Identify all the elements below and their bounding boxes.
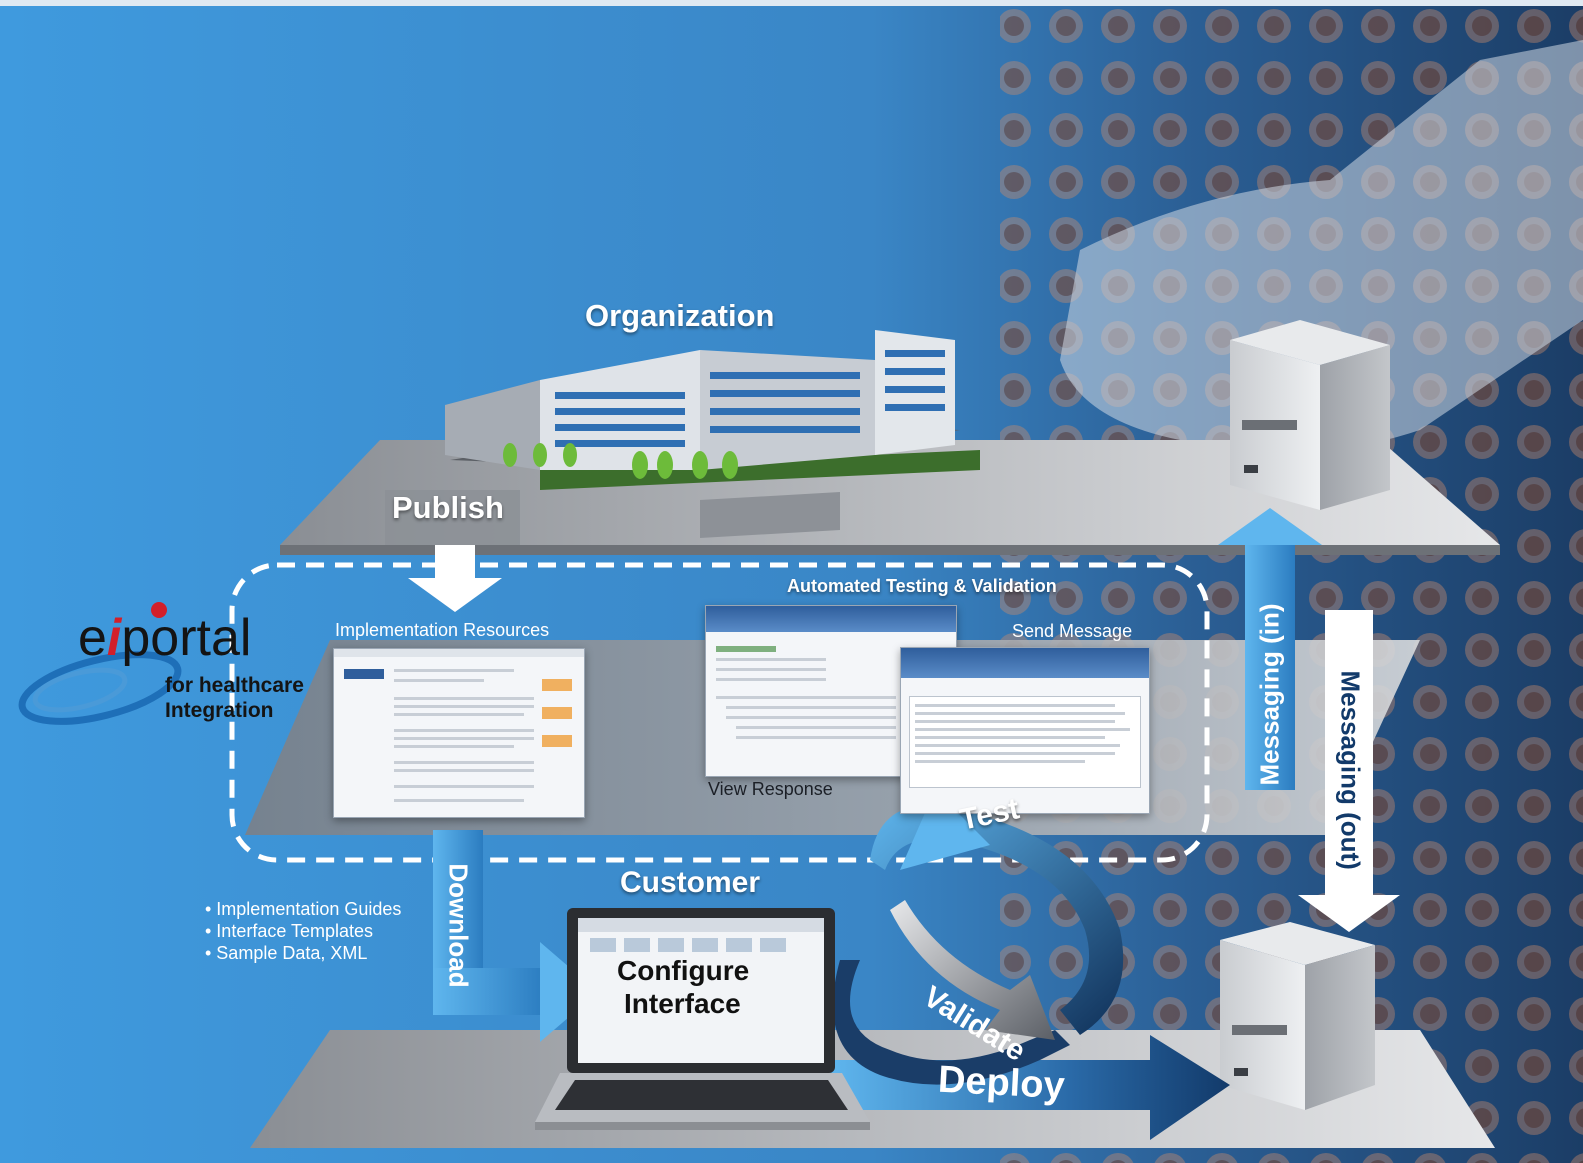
organization-label: Organization xyxy=(585,298,775,333)
logo-letter-e: e xyxy=(78,609,107,667)
customer-label: Customer xyxy=(620,866,761,899)
server-icon xyxy=(1220,922,1375,1110)
logo-word-portal: portal xyxy=(121,609,252,667)
view-response-label: View Response xyxy=(708,779,833,799)
send-message-label: Send Message xyxy=(1012,621,1133,641)
laptop-icon xyxy=(535,908,870,1130)
configure-label: Configure xyxy=(617,955,750,986)
messaging-out-label: Messaging (out) xyxy=(1335,670,1366,870)
logo-letter-i: i xyxy=(106,609,122,667)
dashed-boundary xyxy=(229,562,1210,863)
interface-label: Interface xyxy=(624,988,741,1019)
resources-list: • Implementation Guides • Interface Temp… xyxy=(205,898,401,964)
implementation-resources-label: Implementation Resources xyxy=(335,620,550,640)
implementation-resources-screenshot xyxy=(333,648,585,818)
logo-swoosh-icon xyxy=(18,602,182,725)
arrow-icon xyxy=(385,490,520,612)
list-item: • Implementation Guides xyxy=(205,899,402,919)
publish-label: Publish xyxy=(392,490,504,525)
logo-tagline-2: Integration xyxy=(165,699,274,722)
eiportal-logo: eiportal for healthcare Integration xyxy=(10,598,330,728)
logo-tagline-1: for healthcare xyxy=(165,674,304,697)
send-message-screenshot xyxy=(900,647,1150,814)
list-item: • Interface Templates xyxy=(205,921,374,941)
arrow-icon xyxy=(1298,610,1400,932)
deploy-label: Deploy xyxy=(937,1058,1066,1108)
server-icon xyxy=(1230,320,1390,510)
list-item: • Sample Data, XML xyxy=(205,943,368,963)
download-label: Download xyxy=(443,863,474,988)
arrow-icon xyxy=(1218,508,1322,790)
cycle-arrows-icon xyxy=(833,790,1124,1085)
automated-testing-label: Automated Testing & Validation xyxy=(787,576,1057,596)
messaging-in-label: Messaging (in) xyxy=(1254,603,1285,786)
building-illustration xyxy=(445,330,980,538)
